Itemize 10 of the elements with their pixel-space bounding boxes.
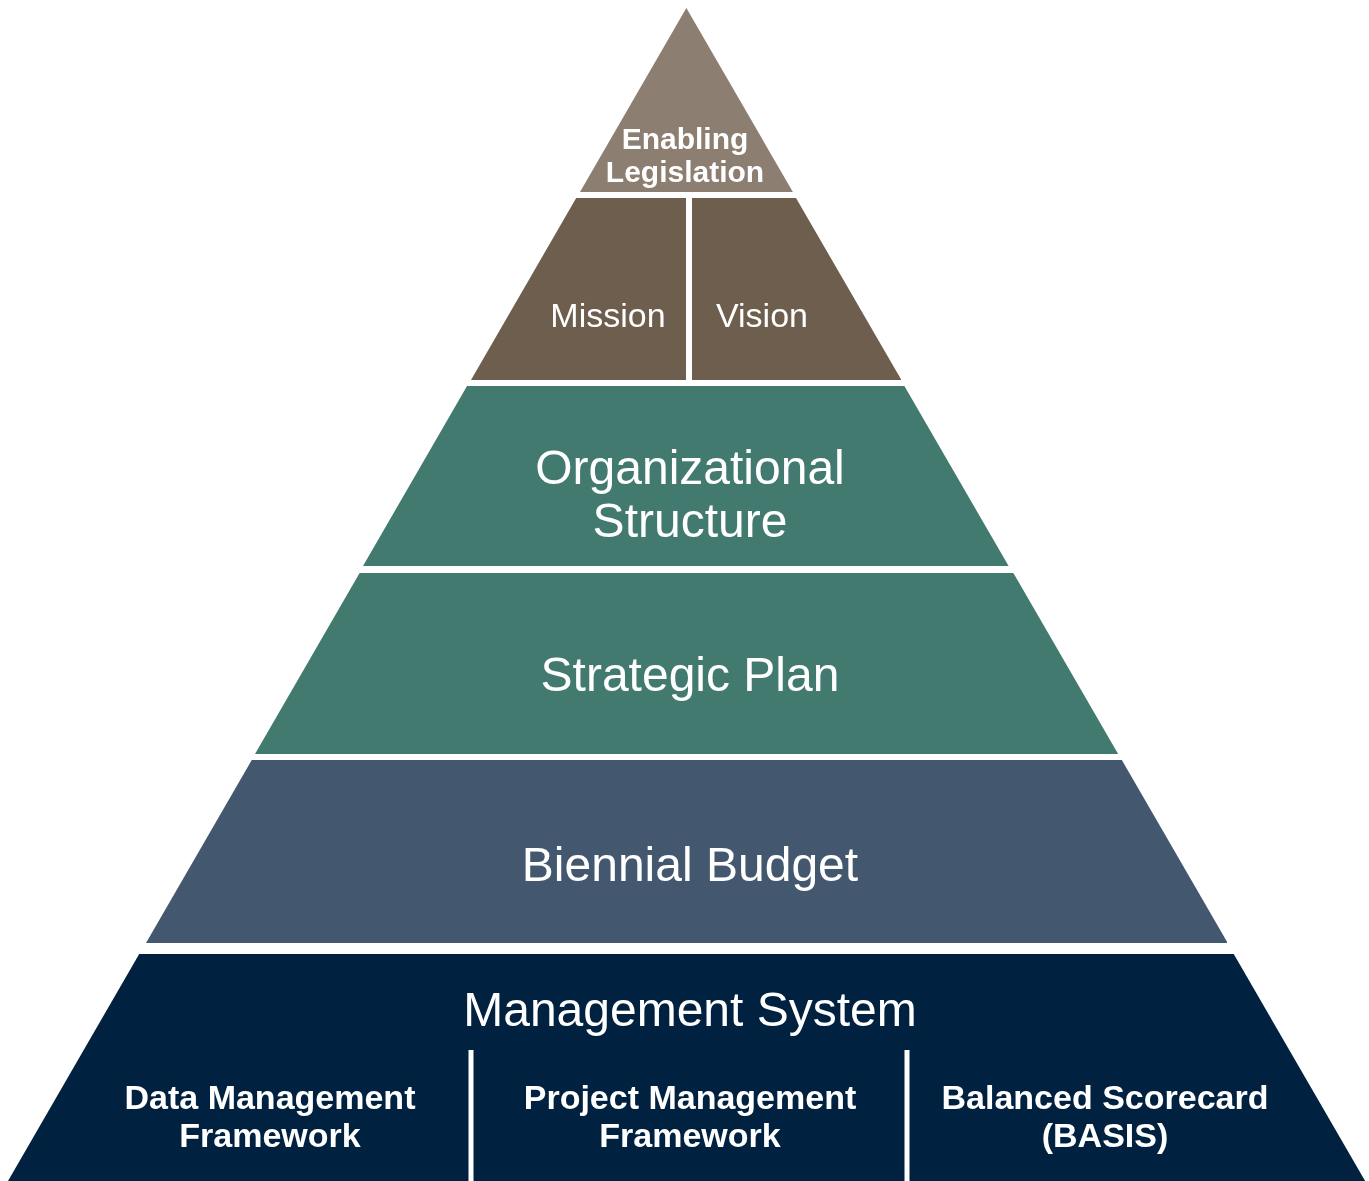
tier-label: Mission <box>550 297 666 335</box>
tier-label: Enabling Legislation <box>604 122 766 188</box>
tier-label: Project Management Framework <box>522 1079 858 1154</box>
tier-label: Balanced Scorecard (BASIS) <box>940 1079 1270 1154</box>
tier-label: Management System <box>463 983 917 1037</box>
tier-label: Vision <box>716 297 808 335</box>
tier-label: Organizational Structure <box>534 442 846 548</box>
tier-label: Biennial Budget <box>521 838 859 892</box>
tier-label: Strategic Plan <box>540 648 840 702</box>
tier-label: Data Management Framework <box>123 1079 417 1154</box>
